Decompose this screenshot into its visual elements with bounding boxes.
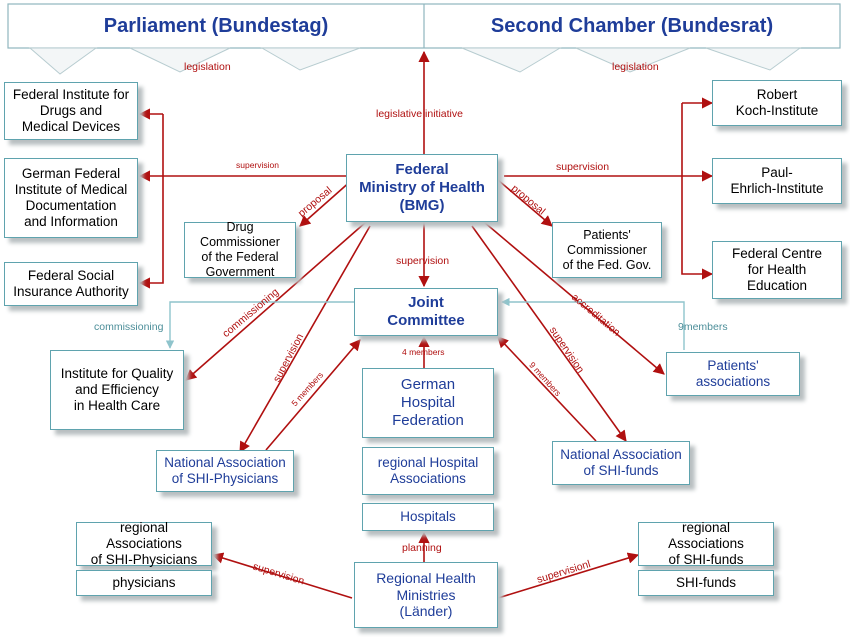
label-legislative-initiative: legislative initiative [376,108,463,120]
arrow-accreditation [483,221,665,375]
node-dkg: German Hospital Federation [362,368,494,438]
label-4-members: 4 members [402,347,445,357]
node-patients-associations: Patients' associations [666,352,800,396]
arrow-bracket-right [681,103,714,280]
arrow-proposal-left [299,179,353,227]
arrows [138,50,714,599]
node-bfarm: Federal Institute for Drugs and Medical … [4,82,138,140]
node-rki: Robert Koch-Institute [712,80,842,126]
node-regional-ministries: Regional Health Ministries (Länder) [354,562,498,628]
arrow-supervision-bottom-left [211,552,353,599]
arrow-bracket-left [138,114,164,289]
node-drug-commissioner: Drug Commissioner of the Federal Governm… [184,220,296,279]
node-bmg: Federal Ministry of Health (BMG) [346,154,498,222]
arrow-proposal-right [497,179,553,227]
label-legislation-right: legislation [612,61,659,73]
node-iqwig: Institute for Quality and Efficiency in … [50,350,184,430]
node-bva: Federal Social Insurance Authority [4,262,138,306]
second-chamber-title: Second Chamber (Bundesrat) [490,14,774,37]
node-patients-commissioner: Patients' Commissioner of the Fed. Gov. [552,222,662,278]
label-supervision-center: supervision [396,255,450,267]
node-regional-hospital: regional Hospital Associations [362,447,494,495]
node-physicians: physicians [76,570,212,596]
node-shi-funds: SHI-funds [638,570,774,596]
node-gkv: National Association of SHI-funds [552,441,690,485]
teal-connectors [165,297,685,350]
label-supervision-right: supervision [556,161,610,173]
label-commissioning-teal: commissioning [94,321,164,333]
arrow-commissioning [185,221,367,381]
teal-commissioning-line [165,301,354,349]
node-kbv: National Association of SHI-Physicians [156,450,294,492]
arrow-supervision-kbv [239,225,371,453]
node-joint-committee: Joint Committee [354,288,498,336]
label-nine-members-teal: 9members [678,321,728,333]
label-supervision-left: supervision [236,160,279,170]
arrow-supervision-gkv [471,225,627,442]
parliament-banner [7,3,841,75]
node-hospitals: Hospitals [362,503,494,531]
label-legislation-left: legislation [184,61,231,73]
node-pei: Paul- Ehrlich-Institute [712,158,842,204]
arrow-5-members [265,339,361,451]
arrow-supervision-bottom-right [497,552,640,599]
parliament-title: Parliament (Bundestag) [103,14,329,37]
teal-members-line [501,297,685,350]
label-planning: planning [402,542,442,554]
arrow-9-members [497,336,597,442]
node-bzga: Federal Centre for Health Education [712,241,842,299]
node-regional-physicians: regional Associations of SHI-Physicians [76,520,212,567]
node-regional-funds: regional Associations of SHI-funds [638,520,774,567]
node-dimdi: German Federal Institute of Medical Docu… [4,158,138,238]
